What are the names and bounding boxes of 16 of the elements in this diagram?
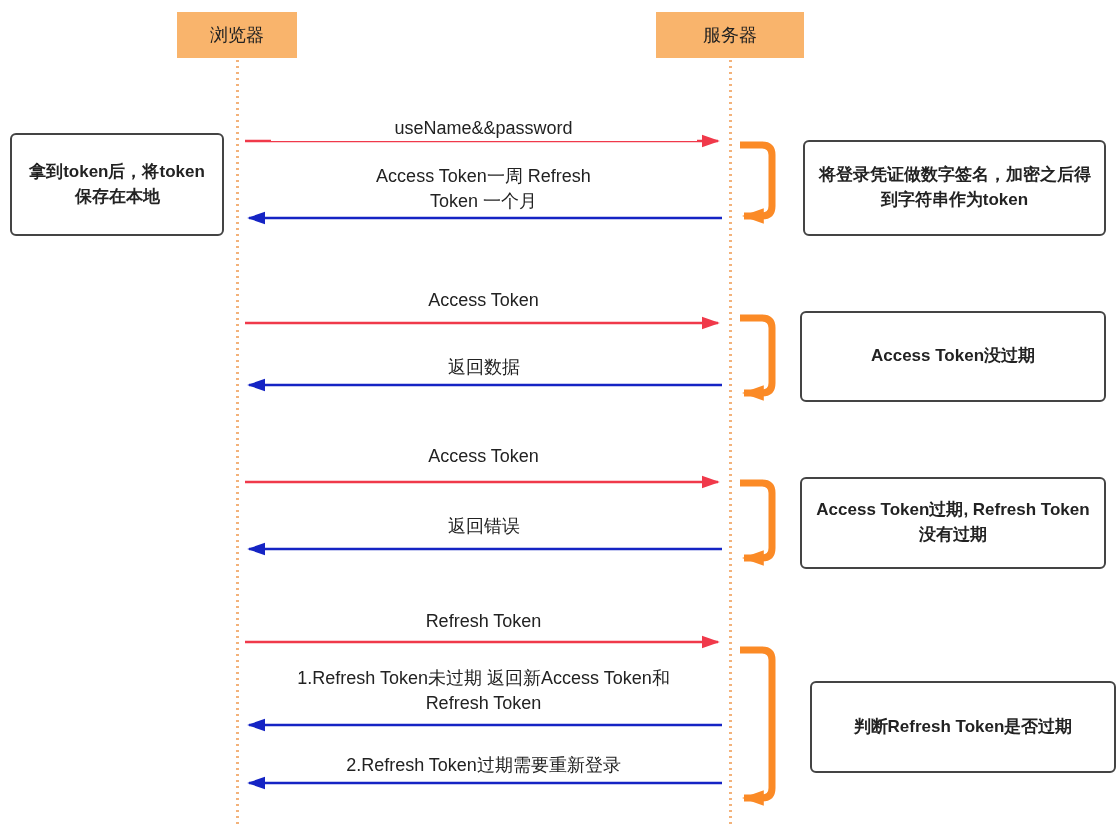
- message-arrow: [247, 776, 722, 790]
- note-box: 判断Refresh Token是否过期: [810, 681, 1116, 773]
- message-arrow: [247, 542, 722, 556]
- message-arrow: [245, 316, 720, 330]
- message-arrow: [247, 378, 722, 392]
- lifeline-header: 服务器: [656, 12, 804, 58]
- note-box: Access Token没过期: [800, 311, 1106, 402]
- message-arrow: [247, 211, 722, 225]
- note-box: 拿到token后，将token保存在本地: [10, 133, 224, 236]
- message-arrow: [245, 475, 720, 489]
- message-arrow: [247, 718, 722, 732]
- message-arrow: [245, 635, 720, 649]
- message-arrow: [245, 134, 720, 148]
- lifeline-header: 浏览器: [177, 12, 297, 58]
- note-box: Access Token过期, Refresh Token没有过期: [800, 477, 1106, 569]
- note-box: 将登录凭证做数字签名，加密之后得到字符串作为token: [803, 140, 1106, 236]
